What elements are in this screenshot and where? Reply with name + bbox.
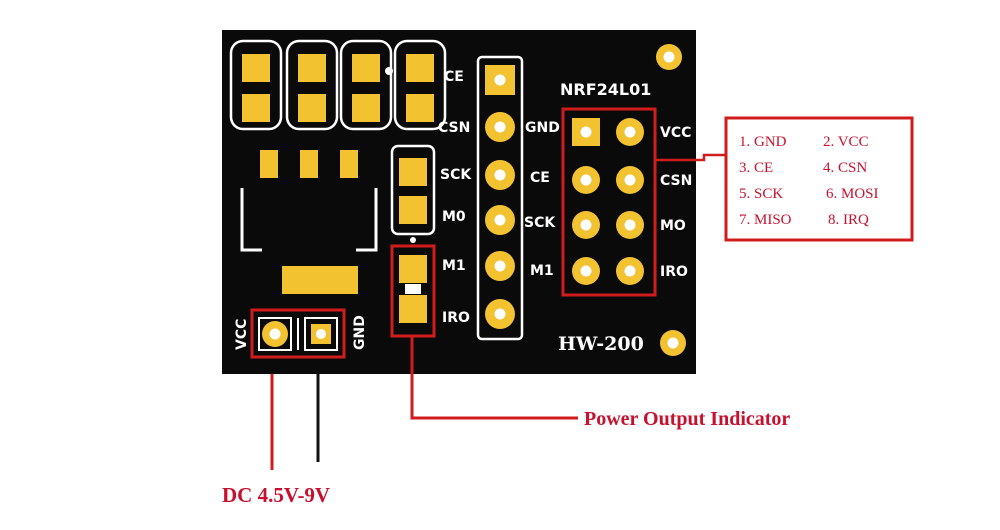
label-m1: M1 [442,258,466,274]
left-pin-labels: CE CSN SCK M0 M1 IRO [438,69,472,326]
label-sck: SCK [440,167,472,183]
mounting-hole-bottom [660,330,686,356]
socket-labels: VCC CSN MO IRO [660,125,692,280]
jumper-pads-sck-m0 [390,144,436,243]
label-csn: CSN [438,120,470,136]
header-labels: GND CE SCK M1 [524,120,560,279]
power-indicator-label: Power Output Indicator [584,408,790,430]
pin-legend-box [724,116,914,242]
label-socket-vcc: VCC [660,125,691,141]
label-power-gnd: GND [352,315,368,350]
label-header-m1: M1 [530,263,554,279]
legend-item-6: 6. MOSI [826,186,879,202]
pin-header [476,55,524,341]
nrf24l01-socket [561,107,657,297]
jumper-block [229,39,447,131]
label-socket-mo: MO [660,218,686,234]
legend-item-1: 1. GND [739,134,787,150]
power-terminal [250,308,346,359]
label-ce: CE [444,69,464,85]
label-header-ce: CE [530,170,550,186]
legend-item-3: 3. CE [739,160,773,176]
dc-input-label: DC 4.5V-9V [222,483,330,507]
legend-item-8: 8. IRQ [828,212,869,228]
legend-item-7: 7. MISO [739,212,792,228]
module-name: NRF24L01 [560,80,651,99]
pcb-board [222,30,696,374]
label-power-vcc: VCC [234,319,250,350]
label-socket-csn: CSN [660,173,692,189]
label-gnd: GND [525,120,560,136]
legend-item-2: 2. VCC [823,134,869,150]
label-header-sck: SCK [524,215,556,231]
pin-legend: 1. GND 2. VCC 3. CE 4. CSN 5. SCK 6. MOS… [724,116,914,242]
label-iro: IRO [442,310,470,326]
board-model: HW-200 [558,333,644,355]
mounting-hole-top [656,44,682,70]
label-m0: M0 [442,209,466,225]
legend-connector [655,153,726,162]
legend-item-4: 4. CSN [823,160,867,176]
label-socket-iro: IRO [660,264,688,280]
regulator-footprint [240,150,378,294]
power-indicator-callout-line [410,336,578,420]
legend-item-5: 5. SCK [739,186,783,202]
